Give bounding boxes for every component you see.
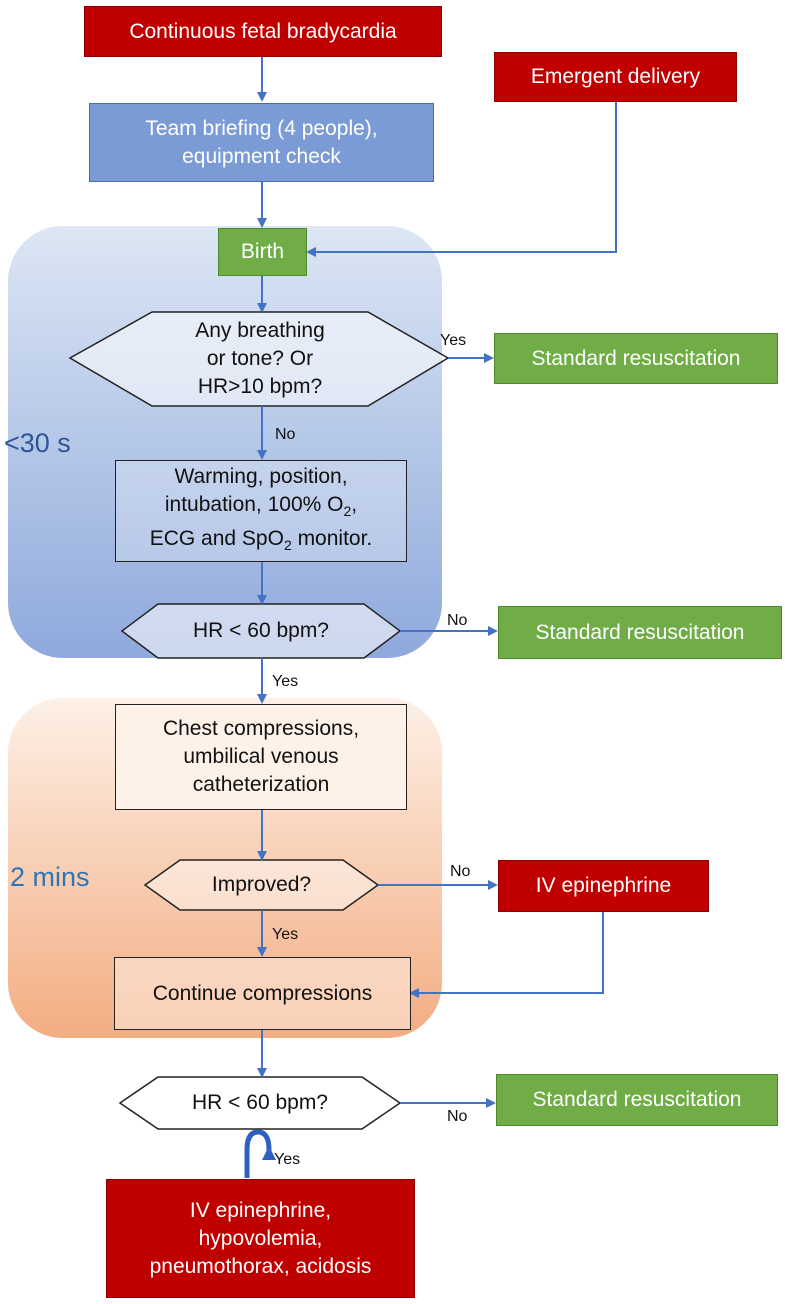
phase-label-30s: <30 s (4, 428, 71, 458)
edge-label-no-2: No (447, 612, 468, 629)
chest-line1: Chest compressions, (162, 717, 360, 740)
team-briefing-line1: Team briefing (4 people), (145, 116, 378, 140)
final-line1: IV epinephrine, (189, 1198, 332, 1222)
decision-breathing-label: Any breathing or tone? Or HR>10 bpm? (152, 312, 368, 406)
chest-line2: umbilical venous (183, 745, 339, 768)
edge-label-yes-1: Yes (440, 332, 467, 349)
phase-label-2min: 2 mins (10, 862, 90, 892)
edge-label-yes-2: Yes (272, 673, 299, 690)
node-iv-epinephrine: IV epinephrine (498, 860, 709, 912)
node-continue-compressions: Continue compressions (114, 957, 411, 1030)
edge-label-no-3: No (450, 863, 471, 880)
team-briefing-line2: equipment check (182, 144, 341, 168)
final-line2: hypovolemia, (198, 1226, 323, 1250)
node-chest-compressions: Chest compressions, umbilical venous cat… (115, 704, 407, 810)
node-emergent-delivery: Emergent delivery (494, 52, 737, 102)
edges (257, 57, 617, 1108)
node-birth: Birth (218, 228, 307, 276)
decision-hr-2-label: HR < 60 bpm? (192, 1091, 328, 1114)
warming-line2: intubation, 100% O2, (164, 492, 358, 519)
node-standard-resuscitation-3: Standard resuscitation (496, 1074, 778, 1126)
decision-improved-label: Improved? (211, 873, 312, 896)
chest-line3: catheterization (192, 773, 330, 796)
node-continuous-bradycardia: Continuous fetal bradycardia (84, 6, 442, 57)
edge-epinephrine-continue (409, 912, 604, 998)
breathing-q-line1: Any breathing (195, 319, 325, 342)
warming-line1: Warming, position, (174, 464, 348, 488)
decision-hr-1-label: HR < 60 bpm? (193, 619, 329, 642)
edge-label-no-1: No (275, 426, 296, 443)
node-warming: Warming, position, intubation, 100% O2, … (115, 460, 407, 562)
node-team-briefing: Team briefing (4 people), equipment chec… (89, 103, 434, 182)
edge-label-no-4: No (447, 1108, 468, 1125)
breathing-q-line3: HR>10 bpm? (197, 375, 323, 398)
edge-label-yes-3: Yes (272, 926, 299, 943)
node-final-actions: IV epinephrine, hypovolemia, pneumothora… (106, 1179, 415, 1298)
loop-arrowhead-icon (262, 1146, 276, 1160)
edge-label-yes-4: Yes (274, 1151, 301, 1168)
edge-emergent-birth (306, 102, 617, 257)
warming-line3: ECG and SpO2 monitor. (149, 527, 373, 554)
phase-region-30s (8, 226, 442, 658)
breathing-q-line2: or tone? Or (206, 347, 314, 370)
loop-arrow-icon (244, 1129, 272, 1178)
node-standard-resuscitation-1: Standard resuscitation (494, 333, 778, 384)
node-standard-resuscitation-2: Standard resuscitation (498, 606, 782, 659)
final-line3: pneumothorax, acidosis (149, 1254, 372, 1278)
